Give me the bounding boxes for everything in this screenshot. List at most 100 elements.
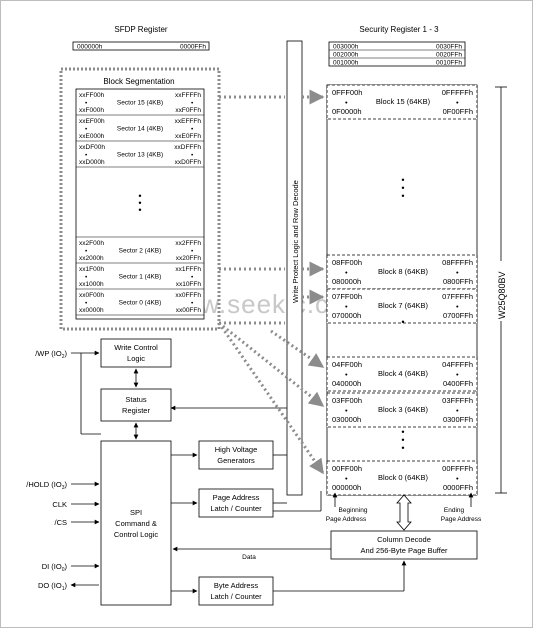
block-label: Block 15 (64KB) xyxy=(376,97,431,106)
pin-name: /CS xyxy=(54,518,67,527)
block-label: Block 8 (64KB) xyxy=(378,267,429,276)
block-dot: • xyxy=(456,302,459,311)
block-lo-right: 0F00FFh xyxy=(443,107,473,116)
chip-name: W25Q80BV xyxy=(497,271,507,319)
sector-dot: • xyxy=(85,100,88,107)
pin-subscript: 1 xyxy=(62,586,65,592)
array-ellipsis-2: • xyxy=(401,317,404,327)
sector-lo-left: xxF000h xyxy=(79,107,104,114)
write-control-line2: Logic xyxy=(127,354,145,363)
sector-lo-left: xxE000h xyxy=(79,133,105,140)
security-title: Security Register 1 - 3 xyxy=(359,25,439,34)
block-label: Block 7 (64KB) xyxy=(378,301,429,310)
sector-hi-left: xxEF00h xyxy=(79,118,105,125)
security-row-start: 001000h xyxy=(333,60,359,67)
sector-label: Sector 13 (4KB) xyxy=(117,152,163,159)
high-voltage-line2: Generators xyxy=(217,456,255,465)
status-register-box xyxy=(100,388,172,422)
high-voltage-line1: High Voltage xyxy=(215,445,258,454)
security-row-end: 0020FFh xyxy=(436,52,462,59)
byte-address-latch-line1: Byte Address xyxy=(214,581,258,590)
beginning-page-label-2: Page Address xyxy=(326,516,367,523)
sector-hi-right: xxDFFFh xyxy=(174,144,201,151)
sector-hi-left: xxFF00h xyxy=(79,92,105,99)
pin-subscript: 2 xyxy=(62,354,65,360)
byte-address-latch-box xyxy=(198,576,274,606)
svg-text:•: • xyxy=(138,205,141,215)
high-voltage-box xyxy=(198,440,274,470)
sector-label: Sector 2 (4KB) xyxy=(119,248,162,255)
block-dot: • xyxy=(345,268,348,277)
block-lo-right: 0000FFh xyxy=(443,483,473,492)
row-decode-label: Write Protect Logic and Row Decode xyxy=(291,180,300,303)
pin-label: DI (IO0) xyxy=(42,562,68,573)
pin-label: CLK xyxy=(52,500,67,509)
security-row-end: 0030FFh xyxy=(436,44,462,51)
sector-label: Sector 15 (4KB) xyxy=(117,100,163,107)
block-hi-right: 07FFFFh xyxy=(442,292,473,301)
sector-dot: • xyxy=(85,126,88,133)
sector-dot: • xyxy=(191,100,194,107)
svg-text:•: • xyxy=(401,427,404,437)
block-lo-right: 0300FFh xyxy=(443,415,473,424)
block-hi-right: 00FFFFh xyxy=(442,464,473,473)
write-control-logic-box xyxy=(100,338,172,368)
sector-hi-left: xx2F00h xyxy=(79,240,104,247)
sector-lo-right: xxE0FFh xyxy=(175,133,201,140)
pin-suffix: ) xyxy=(65,562,68,571)
sector-dot: • xyxy=(191,126,194,133)
pin-subscript: 0 xyxy=(62,567,65,573)
pin-suffix: ) xyxy=(65,349,68,358)
sector-label: Sector 0 (4KB) xyxy=(119,300,162,307)
sector-dot: • xyxy=(85,300,88,307)
spi-control-logic-box xyxy=(100,440,172,606)
sector-hi-right: xx2FFFh xyxy=(175,240,201,247)
sector-dot: • xyxy=(85,248,88,255)
block-dot: • xyxy=(456,406,459,415)
block-dot: • xyxy=(345,370,348,379)
sector-lo-left: xxD000h xyxy=(79,159,105,166)
block-label: Block 4 (64KB) xyxy=(378,369,429,378)
svg-text:•: • xyxy=(138,191,141,201)
block-hi-left: 0FFF00h xyxy=(332,88,362,97)
security-row-end: 0010FFh xyxy=(436,60,462,67)
svg-text:•: • xyxy=(401,317,404,327)
svg-text:•: • xyxy=(401,175,404,185)
block-hi-right: 03FFFFh xyxy=(442,396,473,405)
svg-text:•: • xyxy=(401,443,404,453)
pin-suffix: ) xyxy=(65,480,68,489)
sector-hi-right: xx1FFFh xyxy=(175,266,201,273)
byte-address-latch-line2: Latch / Counter xyxy=(210,592,262,601)
pin-subscript: 3 xyxy=(62,485,65,491)
sector-hi-right: xx0FFFh xyxy=(175,292,201,299)
block-dot: • xyxy=(345,302,348,311)
sector-dot: • xyxy=(191,248,194,255)
sector-hi-right: xxEFFFh xyxy=(175,118,202,125)
block-dot: • xyxy=(345,406,348,415)
svg-text:•: • xyxy=(401,183,404,193)
sector-lo-right: xxD0FFh xyxy=(175,159,202,166)
column-decode-box xyxy=(330,530,478,560)
sector-lo-left: xx2000h xyxy=(79,255,104,262)
sector-lo-left: xx1000h xyxy=(79,281,104,288)
write-control-line1: Write Control xyxy=(114,343,158,352)
block-lo-left: 070000h xyxy=(332,311,361,320)
block-label: Block 0 (64KB) xyxy=(378,473,429,482)
block-dot: • xyxy=(456,98,459,107)
block-dot: • xyxy=(456,370,459,379)
pin-name: DI (IO xyxy=(42,562,62,571)
array-ellipsis-1: • • • xyxy=(401,175,404,201)
block-segmentation-title: Block Segmentation xyxy=(103,77,174,86)
pin-label: /CS xyxy=(54,518,67,527)
